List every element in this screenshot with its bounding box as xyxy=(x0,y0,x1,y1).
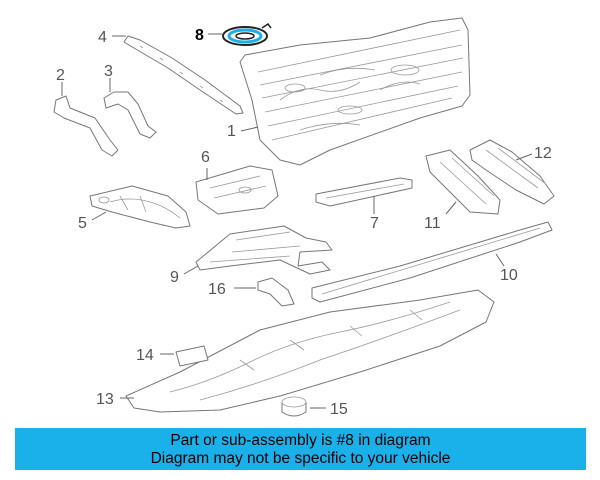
banner-line-2: Diagram may not be specific to your vehi… xyxy=(150,450,451,467)
part-6-panel[interactable] xyxy=(195,165,279,215)
info-banner: Part or sub-assembly is #8 in diagram Di… xyxy=(15,428,586,470)
callout-10[interactable]: 10 xyxy=(500,267,518,284)
callout-1[interactable]: 1 xyxy=(227,123,236,140)
part-10-sill[interactable] xyxy=(311,221,553,303)
leader-1 xyxy=(240,126,259,132)
callout-11[interactable]: 11 xyxy=(424,215,441,232)
part-7-rail[interactable] xyxy=(315,177,413,207)
callout-6[interactable]: 6 xyxy=(201,149,210,166)
leader-9 xyxy=(183,265,199,275)
part-11-bracket[interactable] xyxy=(425,149,501,215)
leader-10 xyxy=(495,253,505,267)
callout-15[interactable]: 15 xyxy=(330,401,348,418)
callout-3[interactable]: 3 xyxy=(104,63,113,80)
part-4-strip[interactable] xyxy=(123,35,244,115)
leader-5 xyxy=(91,211,107,221)
part-3-bracket[interactable] xyxy=(103,91,157,139)
banner-line-1: Part or sub-assembly is #8 in diagram xyxy=(170,432,431,449)
callout-5[interactable]: 5 xyxy=(78,215,87,232)
callout-4[interactable]: 4 xyxy=(98,29,107,46)
leader-12 xyxy=(515,153,533,161)
part-9-crossmember[interactable] xyxy=(195,225,333,275)
part-13-underbody[interactable] xyxy=(125,289,495,413)
callout-2[interactable]: 2 xyxy=(56,67,65,84)
part-2-bracket[interactable] xyxy=(53,95,119,157)
callout-16[interactable]: 16 xyxy=(208,281,226,298)
callout-13[interactable]: 13 xyxy=(96,391,114,408)
part-16-bracket[interactable] xyxy=(257,277,295,307)
part-5-panel[interactable] xyxy=(89,185,191,229)
callout-8[interactable]: 8 xyxy=(195,27,204,44)
part-15-plug[interactable] xyxy=(281,396,307,417)
callout-9[interactable]: 9 xyxy=(170,269,179,286)
callout-7[interactable]: 7 xyxy=(370,215,379,232)
part-1-floor-pan[interactable] xyxy=(239,17,471,166)
part-14-plate[interactable] xyxy=(175,345,209,367)
callout-14[interactable]: 14 xyxy=(136,347,154,364)
part-12-bracket[interactable] xyxy=(469,139,555,205)
parts-diagram: 8 1 4 2 3 6 5 xyxy=(53,17,555,418)
leader-11 xyxy=(445,201,457,215)
part-8-grommet[interactable] xyxy=(222,22,272,46)
callout-12[interactable]: 12 xyxy=(534,145,552,162)
